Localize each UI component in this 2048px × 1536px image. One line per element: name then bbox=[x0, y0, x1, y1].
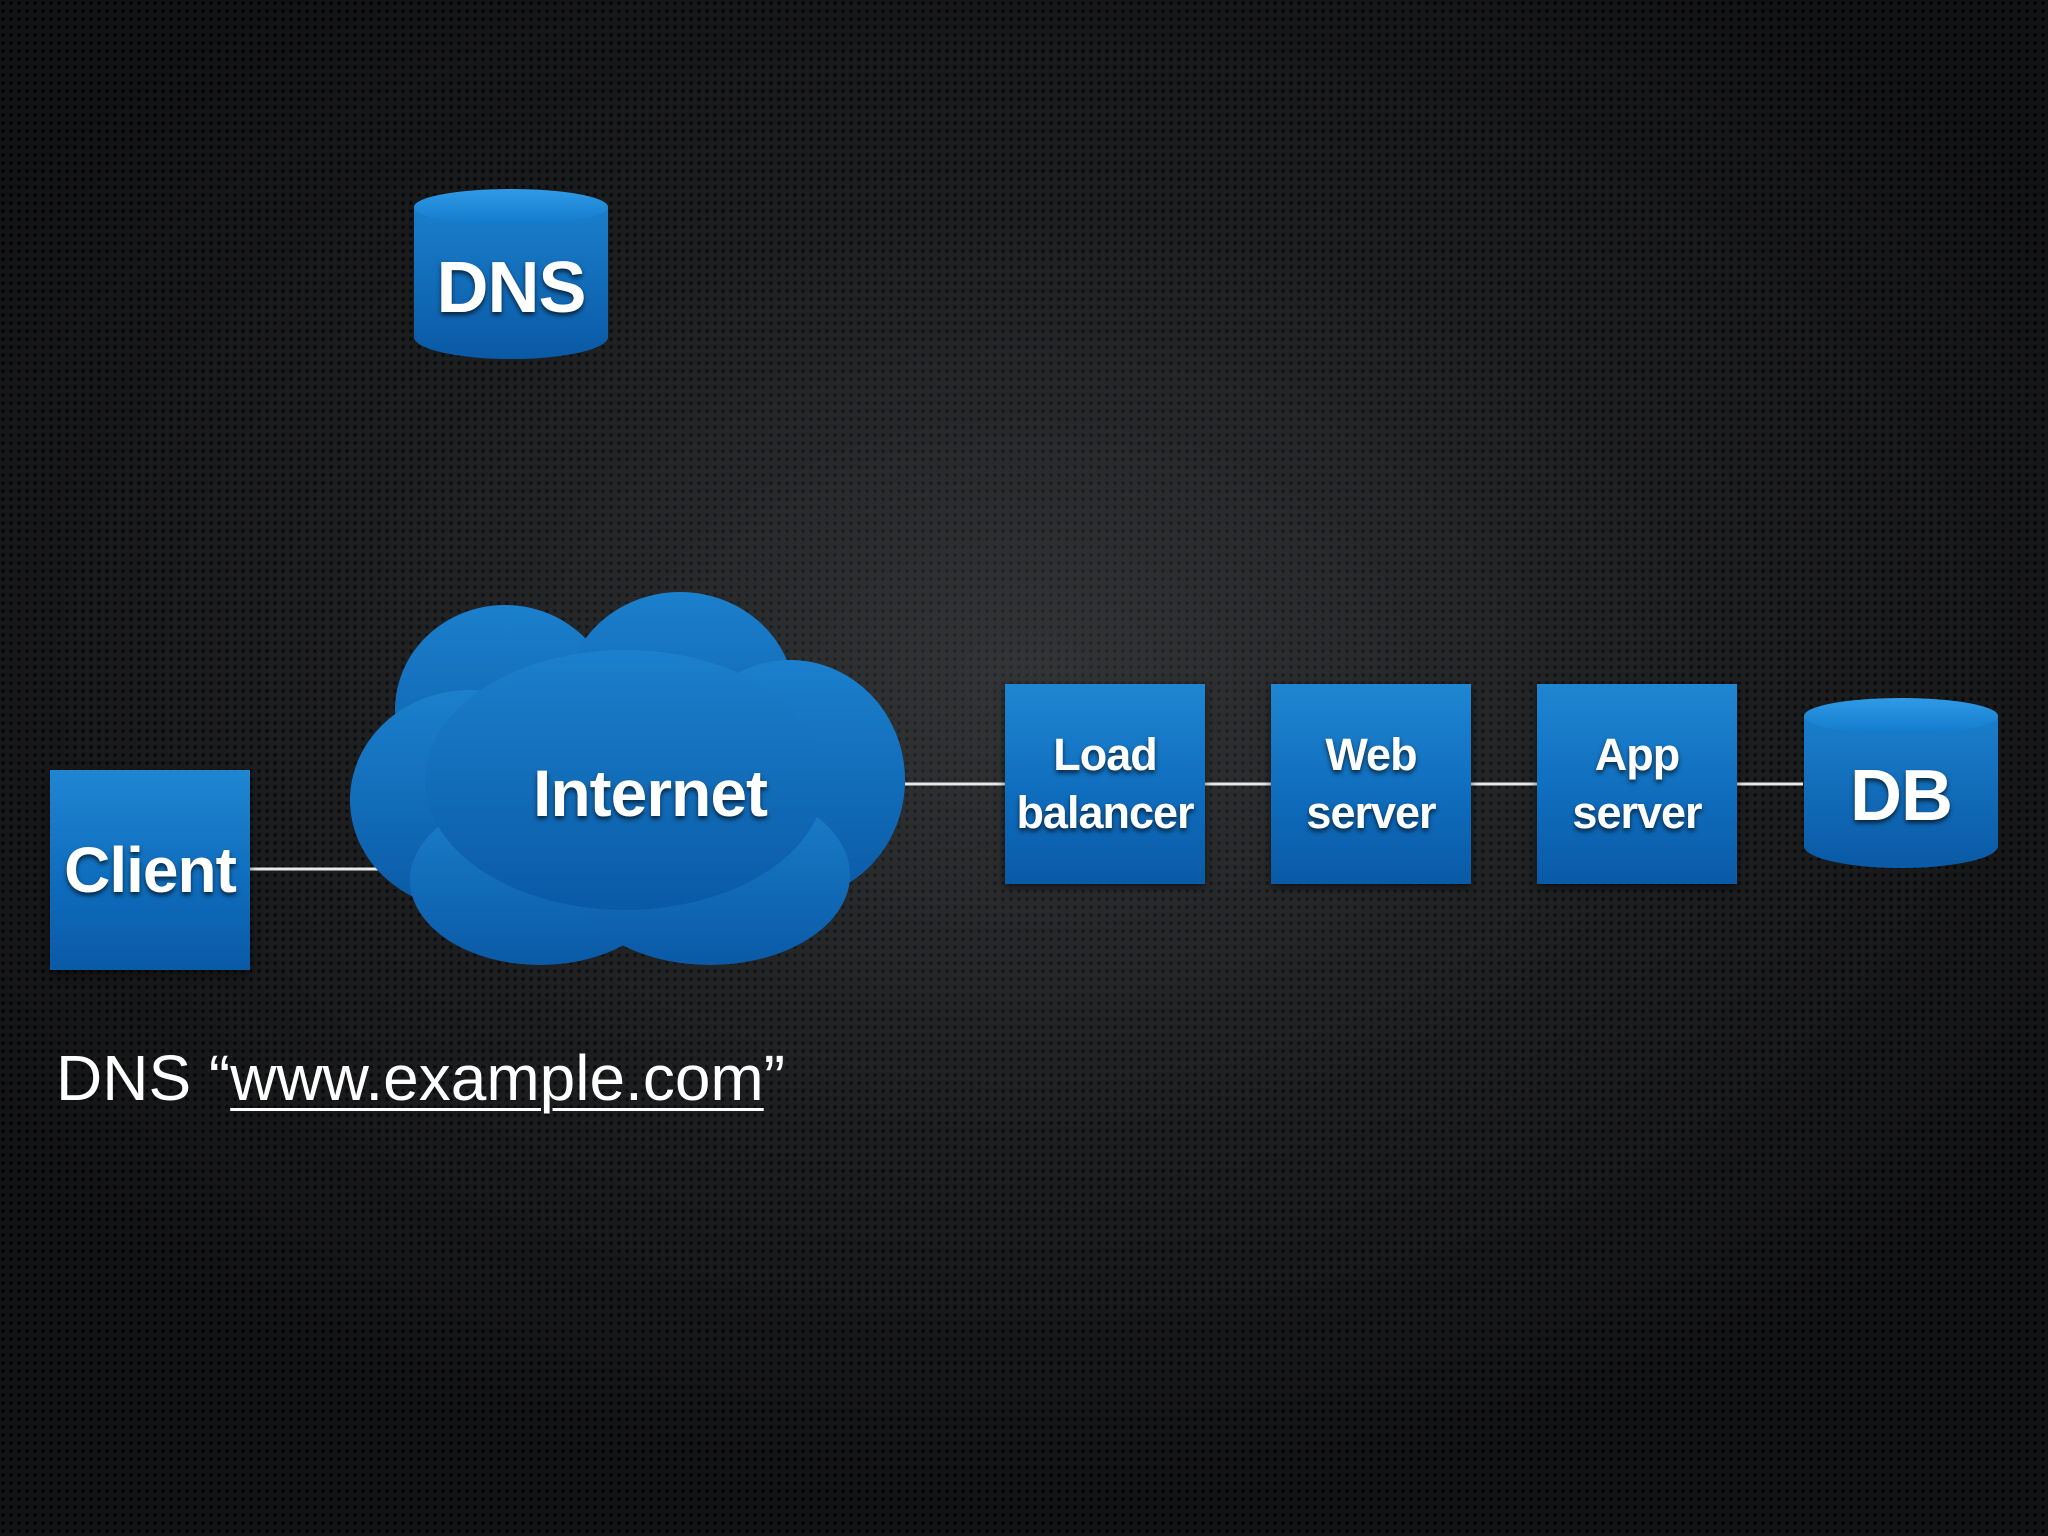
dns-caption: DNS “www.example.com” bbox=[56, 1040, 785, 1117]
dns-cylinder-icon bbox=[414, 189, 608, 359]
dns-node-label: DNS bbox=[436, 248, 586, 328]
load-balancer-node: Load balancer bbox=[1005, 684, 1205, 884]
web-server-node-label: Web server bbox=[1306, 729, 1436, 838]
db-cylinder-icon bbox=[1804, 698, 1998, 868]
load-balancer-node-label: Load balancer bbox=[1016, 729, 1194, 838]
db-node-label: DB bbox=[1850, 756, 1953, 836]
caption-prefix: DNS “ bbox=[56, 1042, 231, 1114]
client-node: Client bbox=[50, 770, 250, 970]
app-server-node-label: App server bbox=[1572, 729, 1702, 838]
cloud-icon bbox=[350, 592, 905, 965]
web-server-node: Web server bbox=[1271, 684, 1471, 884]
client-node-label: Client bbox=[64, 834, 237, 906]
app-server-node: App server bbox=[1537, 684, 1737, 884]
caption-suffix: ” bbox=[763, 1042, 786, 1114]
internet-node-label: Internet bbox=[532, 756, 768, 830]
caption-url-link[interactable]: www.example.com bbox=[230, 1042, 764, 1114]
